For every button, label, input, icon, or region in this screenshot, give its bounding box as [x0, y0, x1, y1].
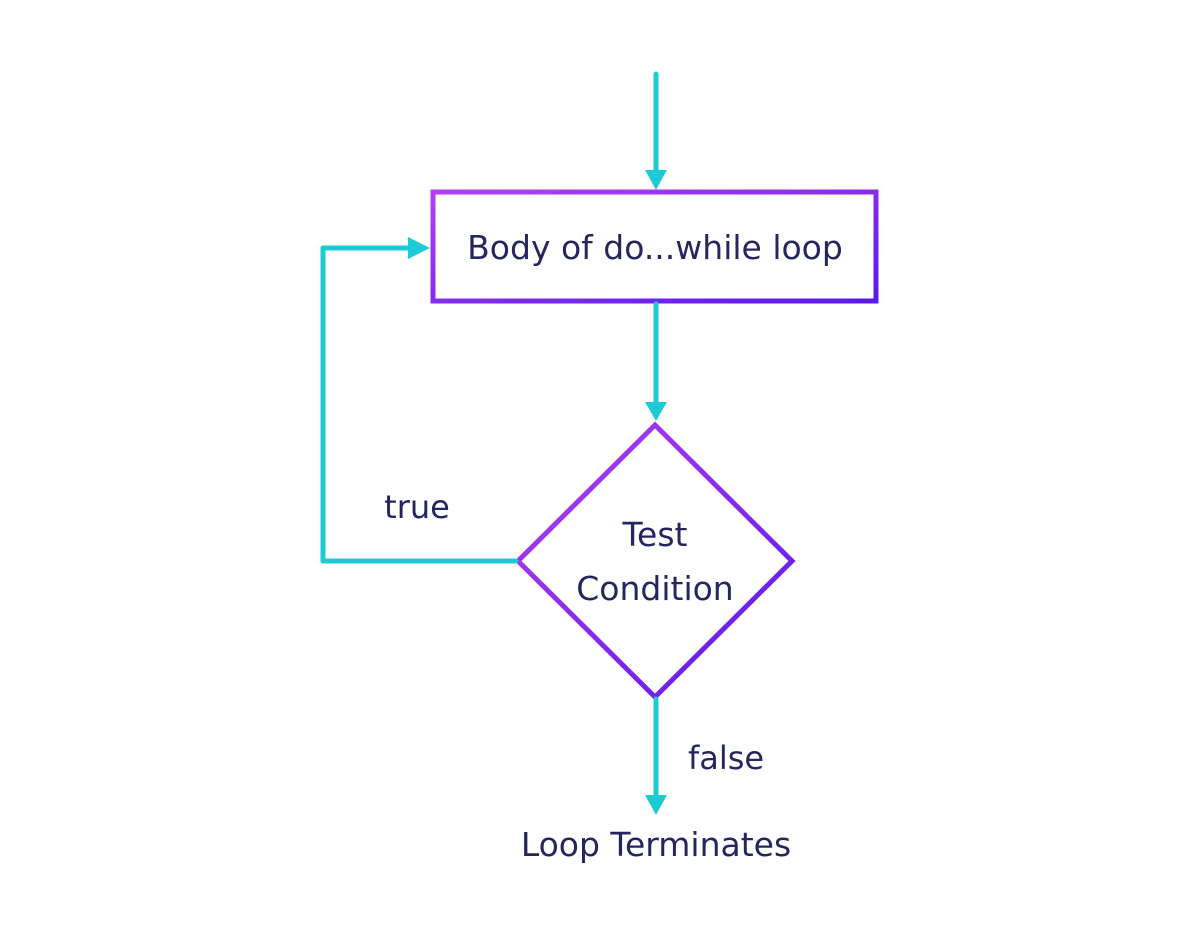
true-loop-arrow: [320, 237, 519, 564]
entry-arrow: [645, 71, 667, 190]
condition-label-line2: Condition: [576, 569, 733, 608]
test-condition-diamond: [514, 421, 796, 701]
body-to-condition-arrow: [645, 301, 667, 421]
loop-body-label: Body of do...while loop: [467, 228, 843, 267]
false-exit-arrow: [645, 696, 667, 815]
true-edge-label: true: [384, 488, 450, 526]
loop-terminates-label: Loop Terminates: [521, 825, 791, 864]
false-edge-label: false: [688, 739, 764, 777]
condition-label-line1: Test: [622, 515, 688, 554]
loop-body-box: [430, 189, 879, 304]
